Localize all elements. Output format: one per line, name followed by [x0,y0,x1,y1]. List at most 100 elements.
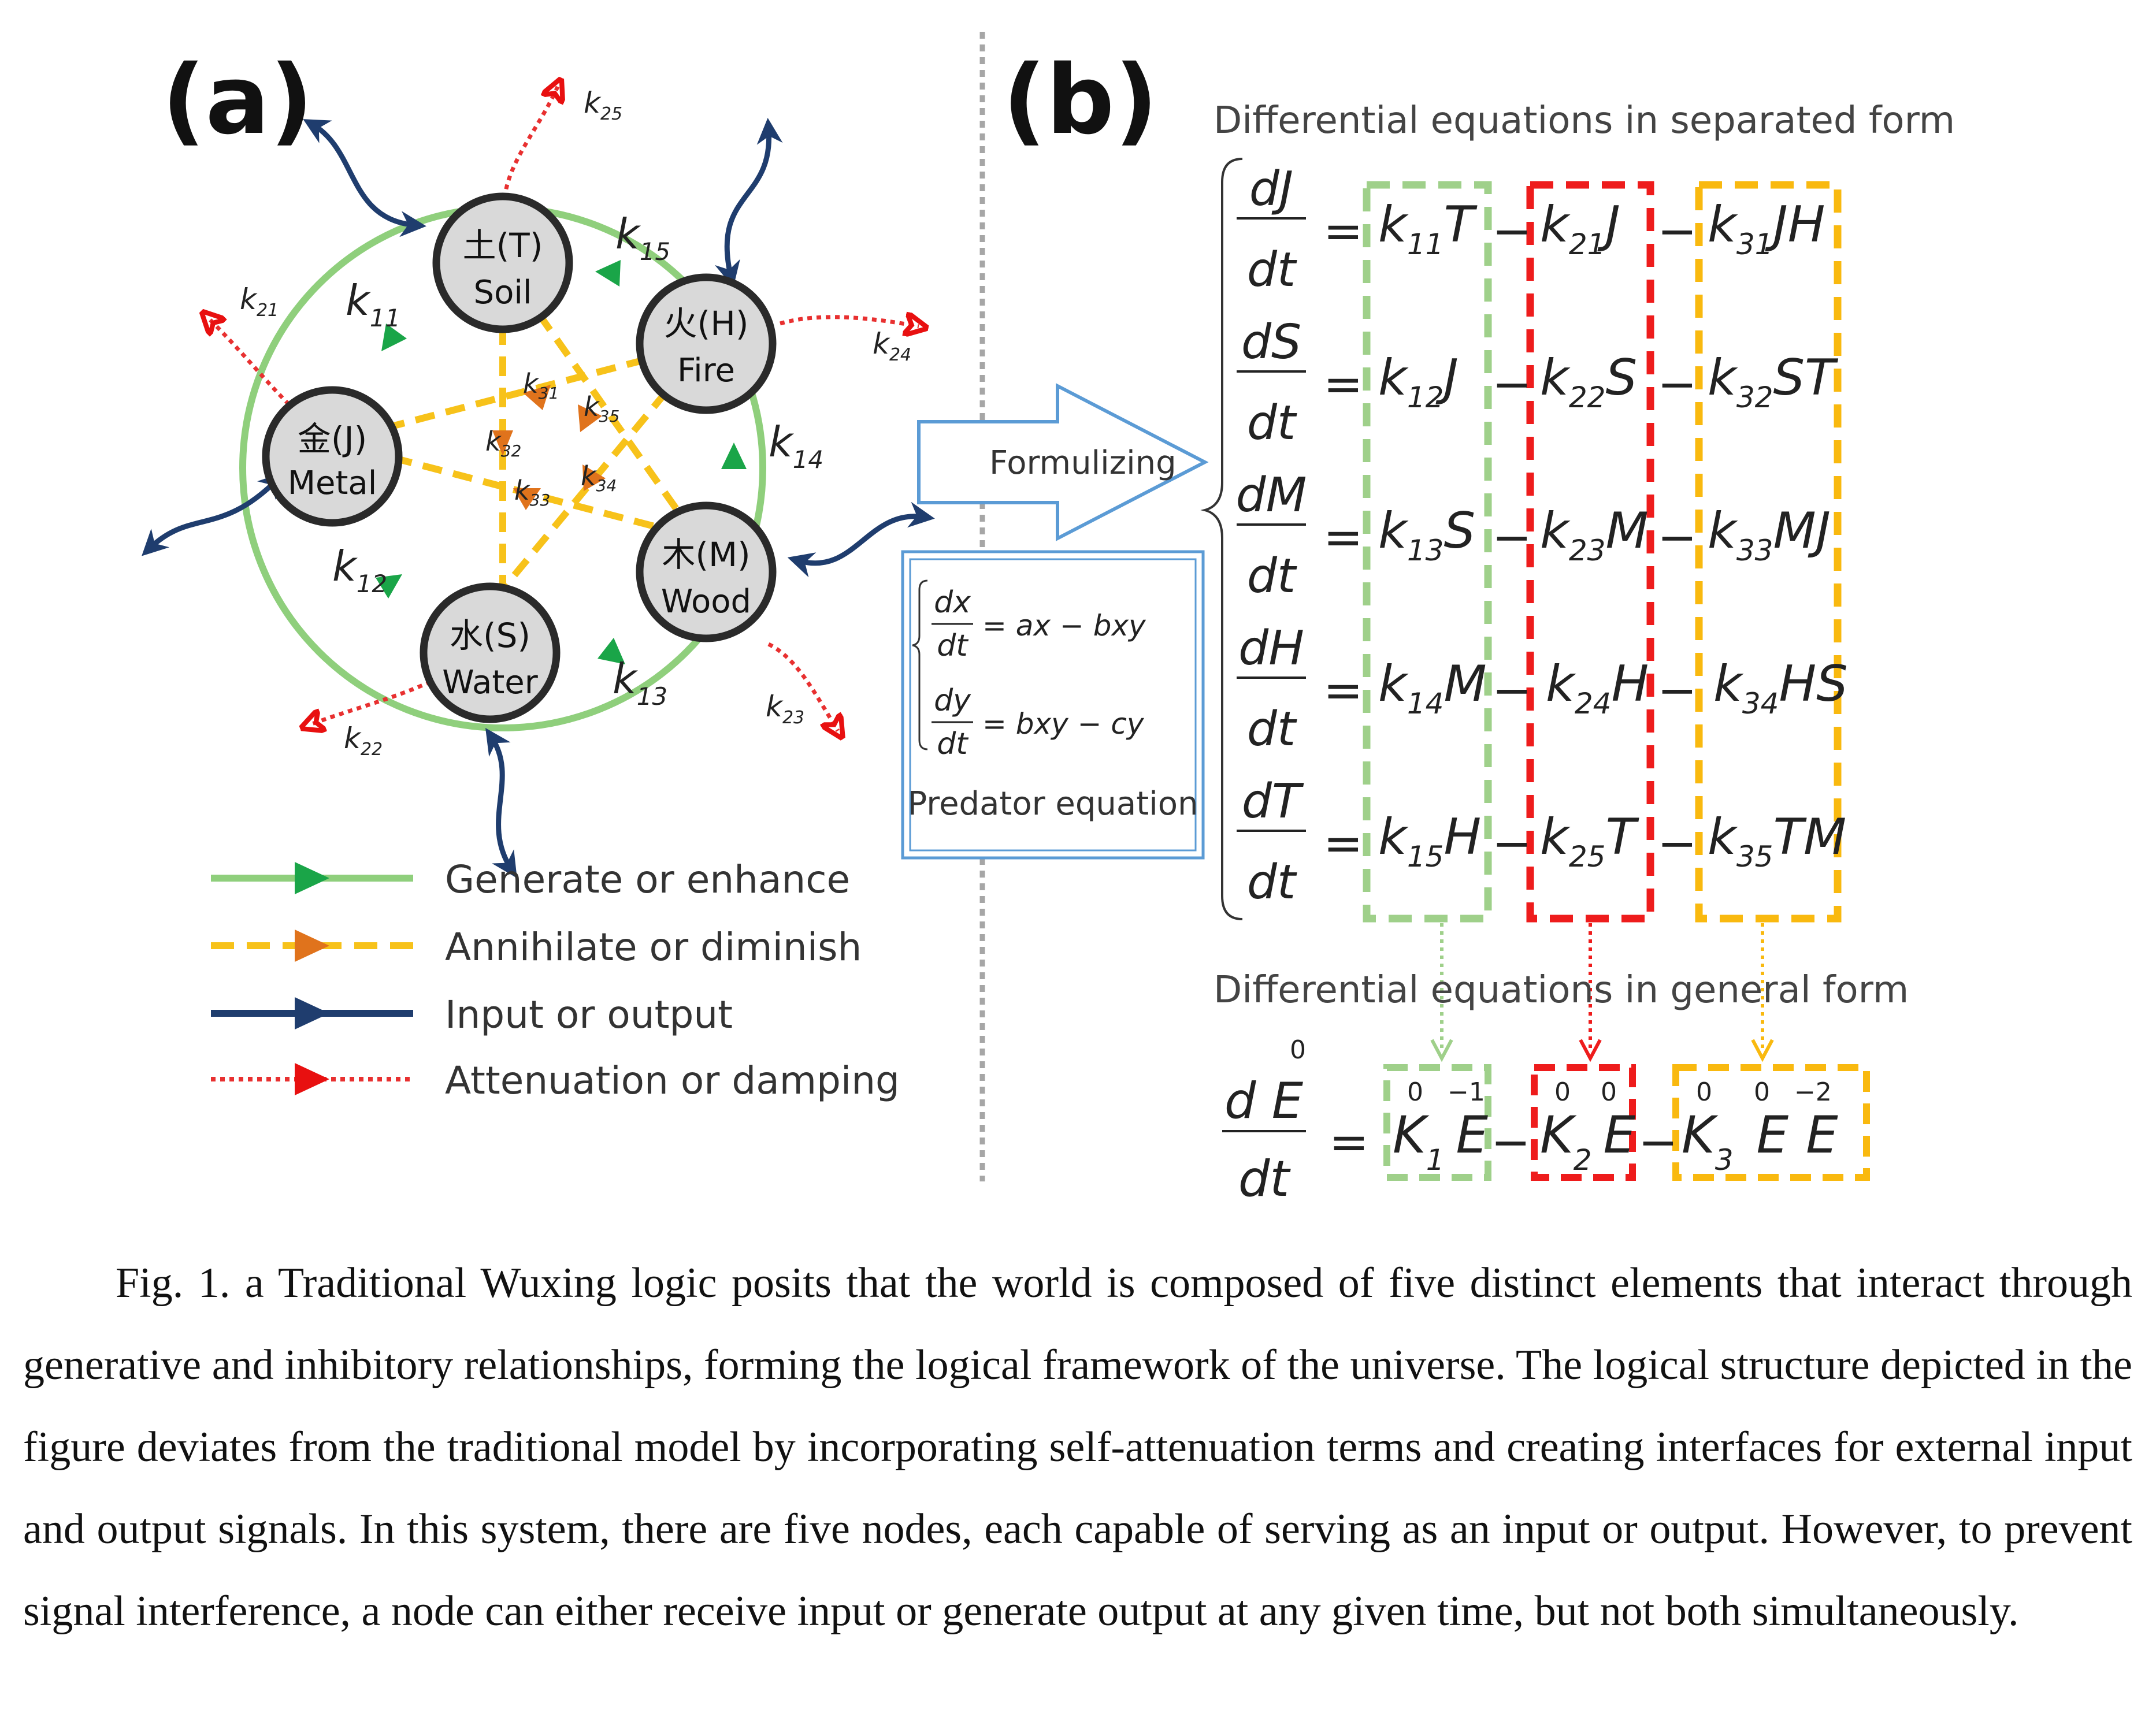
io-arrow-water [485,728,517,879]
rate-label-k35: k35 [584,391,619,426]
io-arrow-fire [714,118,783,288]
svg-text:dt: dt [1238,1150,1292,1208]
annihilate-arrows [492,385,606,510]
separated-equations: dJ dt = k11T − k21J − k31JH dS dt = k12J… [1236,162,1848,910]
rate-label-k13: k13 [613,655,667,711]
column-attenuation-box [1526,181,1654,923]
rate-label-k33: k33 [514,475,550,510]
svg-text:Soil: Soil [474,274,532,311]
svg-text:K2E: K2E [1540,1105,1636,1177]
formulizing-arrow [917,383,1209,541]
svg-text:dt: dt [1247,549,1297,604]
svg-text:−: − [1492,204,1532,259]
generate-arrow-k13 [598,638,625,664]
svg-text:k24H: k24H [1546,655,1649,720]
svg-text:dS: dS [1241,315,1301,370]
atten-arrow-k21 [208,318,291,406]
panel-a: (a) [142,44,935,1103]
system-brace [1200,158,1243,920]
rate-label-k32: k32 [485,426,521,460]
predator-equation-box: dx dt = ax − bxy dy dt = bxy − cy Predat… [901,550,1205,860]
rate-label-k24: k24 [873,327,911,365]
svg-text:Annihilate or diminish: Annihilate or diminish [445,925,862,969]
svg-text:−2: −2 [1794,1077,1832,1107]
io-arrows [142,118,935,879]
svg-text:0: 0 [1290,1035,1306,1065]
generate-arrow-k14 [721,443,747,469]
svg-text:k23M: k23M [1540,502,1649,567]
svg-text:=: = [1323,204,1363,259]
predator-caption: Predator equation [907,785,1198,823]
rate-labels: k11 k12 k13 k14 k15 k21 k22 k23 k24 k25 … [240,86,911,760]
atten-arrow-k24 [780,317,919,326]
svg-text:Fire: Fire [677,352,735,389]
io-arrow-soil [303,119,426,237]
connector-head-yellow [1751,1039,1774,1062]
node-metal: 金(J) Metal [262,386,403,527]
svg-text:dT: dT [1242,774,1304,829]
rate-label-k25: k25 [584,86,622,124]
figure-caption: Fig. 1. a Traditional Wuxing logic posit… [23,1259,2132,1635]
svg-text:−: − [1491,1115,1531,1170]
atten-arrow-k25 [502,87,558,217]
svg-text:dH: dH [1238,621,1304,676]
atten-arrow-k23 [767,642,838,731]
svg-text:k32ST: k32ST [1708,349,1839,414]
connector-head-green [1430,1039,1453,1062]
svg-text:金(J): 金(J) [298,419,367,459]
svg-text:−: − [1492,357,1532,412]
generate-arrow-k15 [595,260,621,287]
node-fire: 火(H) Fire [636,273,777,414]
panel-b: (b) Differential equations in separated … [901,44,1955,1208]
svg-text:k22S: k22S [1540,349,1637,414]
svg-text:Attenuation or damping: Attenuation or damping [445,1058,900,1103]
heading-general: Differential equations in general form [1214,969,1909,1012]
svg-text:dy: dy [934,683,971,718]
svg-text:−: − [1492,816,1532,871]
svg-text:=: = [1323,510,1363,565]
svg-text:k12J: k12J [1378,349,1459,414]
svg-text:Wood: Wood [661,583,751,620]
panel-a-label: (a) [162,44,313,155]
equation-H: dH dt = k14M − k24H − k34HS [1237,621,1848,757]
rate-label-k15: k15 [615,210,670,266]
svg-text:0: 0 [1554,1077,1571,1107]
svg-text:−: − [1657,663,1697,718]
svg-text:dt: dt [1247,855,1297,910]
svg-text:=: = [1329,1115,1369,1170]
svg-text:k11T: k11T [1378,196,1478,261]
panel-b-label: (b) [1003,44,1158,155]
svg-text:−: − [1492,510,1532,565]
rate-label-k34: k34 [581,460,617,495]
svg-text:0: 0 [1754,1077,1770,1107]
atten-arrow-k22 [309,679,432,725]
svg-text:−: − [1638,1115,1678,1170]
equation-M: dM dt = k13S − k23M − k33MJ [1236,468,1831,604]
rate-label-k23: k23 [766,690,804,728]
svg-text:k34HS: k34HS [1713,655,1848,720]
svg-text:= ax − bxy: = ax − bxy [982,609,1146,642]
svg-text:−: − [1657,510,1697,565]
svg-text:水(S): 水(S) [450,616,530,655]
heading-separated: Differential equations in separated form [1214,99,1955,142]
svg-text:k31JH: k31JH [1708,196,1825,261]
svg-text:−: − [1657,816,1697,871]
legend-generate: Generate or enhance [211,857,850,902]
general-generate-box [1383,1064,1491,1181]
svg-text:dx: dx [934,585,971,620]
rate-label-k12: k12 [332,542,387,598]
svg-text:=: = [1323,816,1363,871]
general-attenuation-box [1531,1064,1636,1181]
svg-text:dJ: dJ [1249,162,1293,217]
equation-T: dT dt = k15H − k25T − k35TM [1237,774,1846,910]
io-arrow-wood [787,501,935,578]
svg-text:k33MJ: k33MJ [1708,502,1831,567]
generate-arrow-k11 [381,324,407,351]
rate-label-k21: k21 [240,283,279,321]
svg-text:d E: d E [1224,1072,1304,1130]
svg-text:Input or output: Input or output [445,993,733,1037]
node-water: 水(S) Water [420,582,561,723]
column-annihilate-box [1695,181,1842,923]
